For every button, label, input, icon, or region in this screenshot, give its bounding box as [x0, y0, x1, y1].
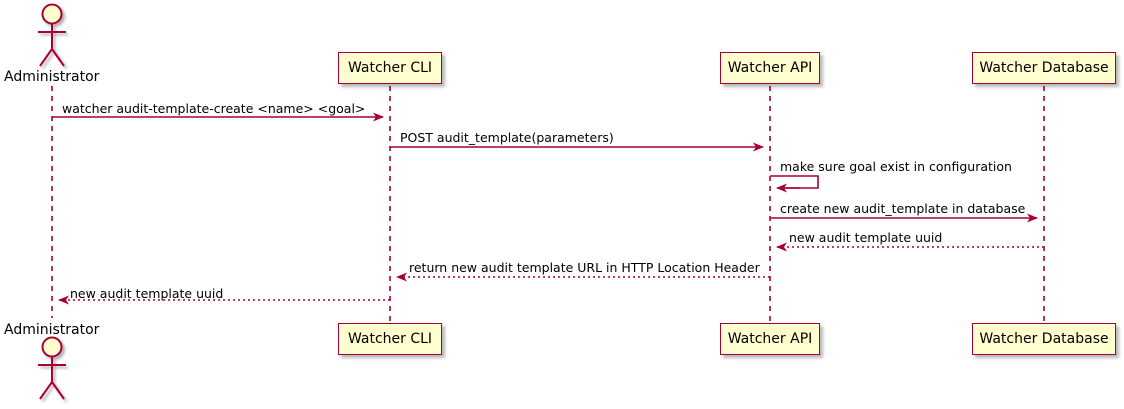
actor-administrator-bottom [38, 336, 66, 400]
message-label-4: create new audit_template in database [780, 201, 1026, 216]
participant-watcher-cli-bottom[interactable]: Watcher CLI [338, 323, 442, 355]
participant-watcher-api-bottom[interactable]: Watcher API [720, 323, 820, 355]
actor-administrator-top [38, 3, 66, 67]
participant-watcher-api-top[interactable]: Watcher API [720, 52, 820, 84]
participant-watcher-database-bottom[interactable]: Watcher Database [972, 323, 1116, 355]
message-label-2: POST audit_template(parameters) [400, 130, 614, 145]
message-label-6: return new audit template URL in HTTP Lo… [409, 260, 760, 275]
message-label-7: new audit template uuid [70, 286, 224, 301]
participant-watcher-database-top[interactable]: Watcher Database [972, 52, 1116, 84]
message-label-1: watcher audit-template-create <name> <go… [62, 101, 366, 116]
message-label-5: new audit template uuid [789, 230, 943, 245]
actor-label-administrator-bottom: Administrator [4, 322, 100, 338]
participant-watcher-cli-top[interactable]: Watcher CLI [338, 52, 442, 84]
actor-label-administrator-top: Administrator [4, 69, 100, 85]
message-label-3: make sure goal exist in configuration [780, 159, 1012, 174]
arrow-msg-3 [770, 175, 819, 189]
